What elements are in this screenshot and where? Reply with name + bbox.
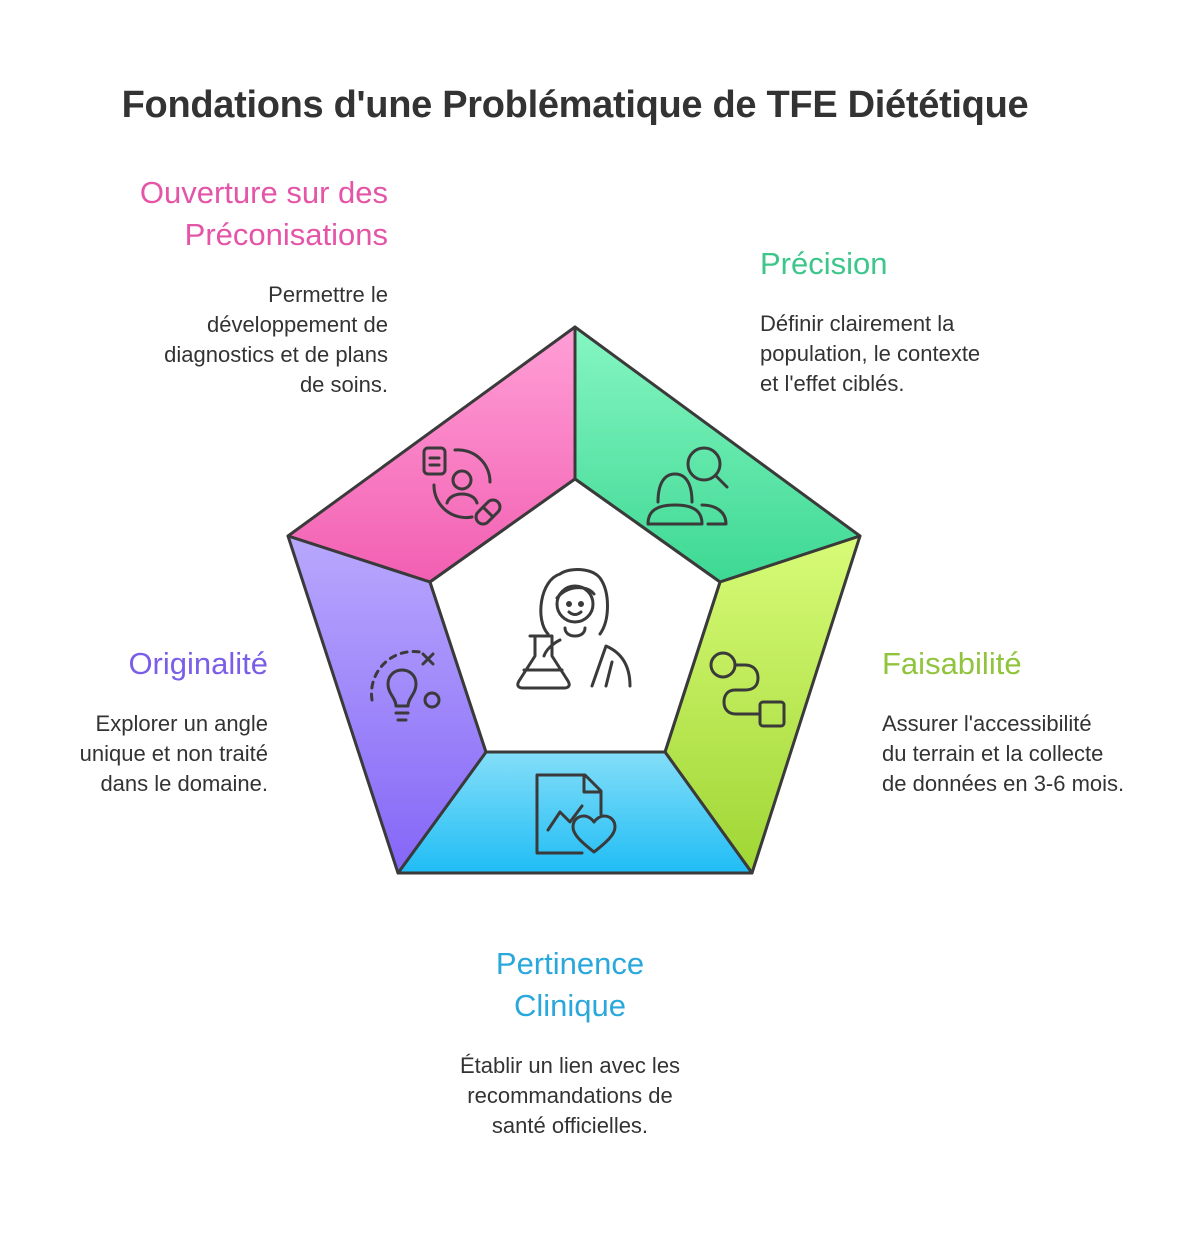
page-title: Fondations d'une Problématique de TFE Di… bbox=[121, 84, 1029, 126]
health-report-icon bbox=[535, 773, 617, 855]
desc-pertinence: Établir un lien avec les recommandations… bbox=[459, 1053, 681, 1138]
block-pertinence: Pertinence Clinique Établir un lien avec… bbox=[400, 943, 740, 1141]
population-search-icon bbox=[646, 446, 729, 526]
heading-faisabilite: Faisabilité bbox=[882, 646, 1022, 681]
patient-care-plan-icon bbox=[422, 446, 502, 526]
desc-precision: Définir clairement la population, le con… bbox=[760, 311, 981, 396]
block-preconisations: Ouverture sur des Préconisations Permett… bbox=[60, 172, 388, 400]
heading-pertinence: Pertinence Clinique bbox=[495, 946, 645, 1023]
dietitian-with-flask-icon bbox=[516, 568, 632, 690]
idea-lightbulb-icon bbox=[370, 650, 441, 722]
heading-originalite: Originalité bbox=[128, 646, 268, 681]
block-precision: Précision Définir clairement la populati… bbox=[760, 243, 1090, 399]
desc-preconisations: Permettre le développement de diagnostic… bbox=[164, 282, 388, 397]
desc-faisabilite: Assurer l'accessibilité du terrain et la… bbox=[882, 711, 1125, 796]
block-originalite: Originalité Explorer un angle unique et … bbox=[20, 643, 268, 799]
desc-originalite: Explorer un angle unique et non traité d… bbox=[79, 711, 268, 796]
heading-precision: Précision bbox=[760, 246, 888, 281]
heading-preconisations: Ouverture sur des Préconisations bbox=[139, 175, 388, 252]
block-faisabilite: Faisabilité Assurer l'accessibilité du t… bbox=[882, 643, 1182, 799]
workflow-path-icon bbox=[709, 651, 786, 728]
